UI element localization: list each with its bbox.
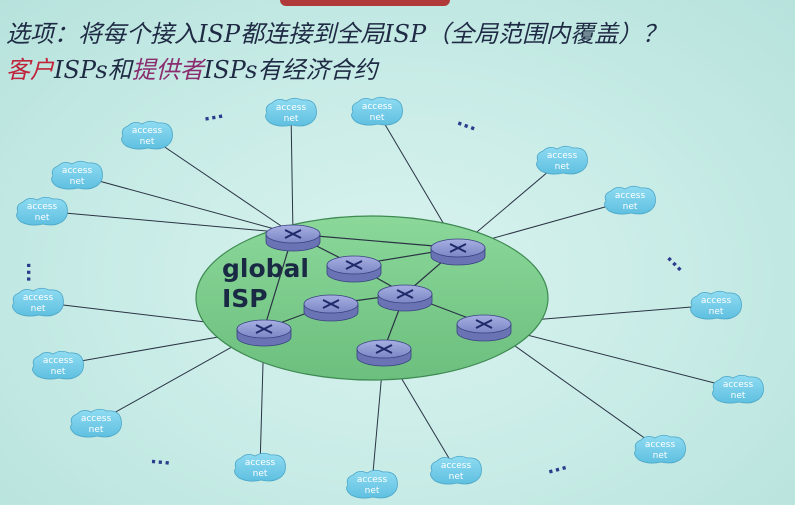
- access-net-label: access: [701, 296, 732, 306]
- ellipsis-mark: ...: [201, 102, 225, 126]
- access-net-label: net: [70, 177, 85, 187]
- access-net-label: access: [276, 103, 307, 113]
- access-net-label: net: [365, 486, 380, 496]
- access-net-label: net: [653, 451, 668, 461]
- access-net-label: access: [441, 461, 472, 471]
- access-net-label: access: [132, 126, 163, 136]
- router-icon: [326, 255, 382, 283]
- router-icon: [456, 314, 512, 342]
- access-link: [76, 174, 294, 235]
- access-net-label: net: [623, 202, 638, 212]
- ellipsis-mark: ...: [544, 453, 569, 479]
- core-link: [292, 233, 459, 249]
- access-nets: accessnetaccessnetaccessnetaccessnetacce…: [12, 96, 764, 499]
- global-isp-label-line2: ISP: [222, 284, 268, 313]
- access-link: [290, 111, 294, 235]
- access-net-label: net: [89, 425, 104, 435]
- access-net-label: net: [555, 162, 570, 172]
- access-net-label: access: [62, 166, 93, 176]
- global-isp-label-line1: global: [222, 254, 309, 283]
- access-net-label: access: [645, 440, 676, 450]
- title-isps-and: ISPs和: [54, 56, 132, 84]
- access-net-label: access: [615, 191, 646, 201]
- access-net-label: access: [81, 414, 112, 424]
- access-net-label: net: [253, 469, 268, 479]
- title-option-text: 选项：将每个接入ISP都连接到全局ISP（全局范围内覆盖）？: [6, 20, 667, 48]
- access-net-label: net: [51, 367, 66, 377]
- router-icon: [303, 294, 359, 322]
- title-provider-word: 提供者: [131, 56, 204, 84]
- routers: [236, 224, 512, 367]
- access-net-label: net: [284, 114, 299, 124]
- title-customer-word: 客户: [6, 56, 54, 84]
- access-net-label: net: [709, 307, 724, 317]
- access-net-label: access: [547, 151, 578, 161]
- router-icon: [265, 224, 321, 252]
- ellipsis-mark: ...: [662, 247, 691, 276]
- ellipsis-mark: ...: [22, 262, 43, 283]
- access-net-label: net: [140, 137, 155, 147]
- router-icon: [356, 339, 412, 367]
- access-net-label: net: [449, 472, 464, 482]
- access-net-label: access: [362, 102, 393, 112]
- slide-top-strip: [280, 0, 450, 6]
- access-link: [146, 134, 294, 235]
- slide-title-line-2: 客户ISPs和提供者ISPs有经济合约: [6, 50, 378, 85]
- access-net-label: net: [31, 304, 46, 314]
- access-net-label: access: [23, 293, 54, 303]
- router-icon: [430, 238, 486, 266]
- router-icon: [236, 319, 292, 347]
- access-net-label: net: [35, 213, 50, 223]
- slide-title-line-1: 选项：将每个接入ISP都连接到全局ISP（全局范围内覆盖）？: [6, 14, 666, 49]
- access-net-label: net: [370, 113, 385, 123]
- ellipsis-mark: ...: [150, 447, 172, 470]
- access-net-label: access: [245, 458, 276, 468]
- access-net-label: access: [357, 475, 388, 485]
- access-net-label: access: [27, 202, 58, 212]
- ellipsis-mark: ...: [454, 109, 480, 136]
- access-net-label: access: [43, 356, 74, 366]
- access-net-label: access: [723, 380, 754, 390]
- router-icon: [377, 284, 433, 312]
- title-contract-text: ISPs有经济合约: [203, 56, 378, 84]
- access-net-label: net: [731, 391, 746, 401]
